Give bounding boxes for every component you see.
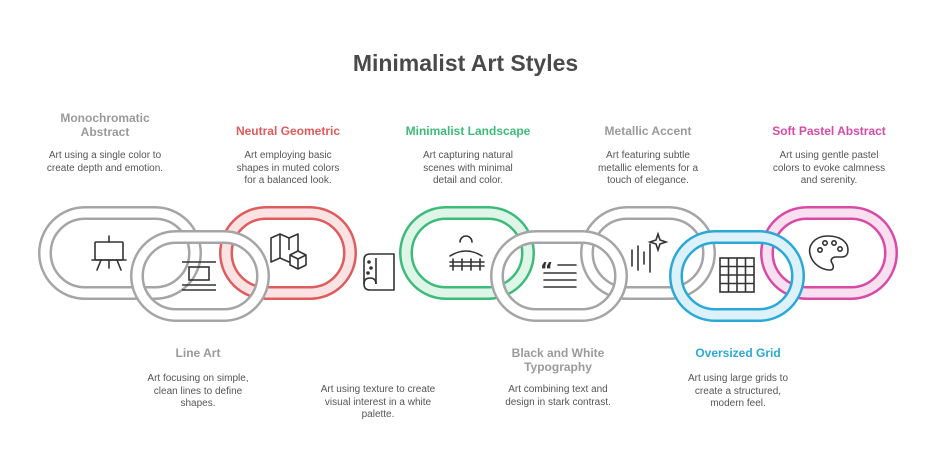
chain-link-typography bbox=[490, 230, 628, 322]
grid-icon bbox=[719, 257, 755, 293]
chain-link-monochromatic bbox=[38, 206, 202, 300]
desc-minimalist-landscape: Art capturing natural scenes with minima… bbox=[422, 150, 514, 186]
desc-oversized-grid: Art using large grids to create a struct… bbox=[687, 373, 789, 409]
landscape-icon bbox=[449, 235, 485, 271]
chain-link-soft-pastel bbox=[760, 206, 898, 300]
chain-link-oversized-grid bbox=[669, 230, 805, 322]
svg-text:“: “ bbox=[540, 258, 553, 282]
sparkle-lines-icon bbox=[631, 231, 669, 273]
label-soft-pastel-abstract: Soft Pastel Abstract bbox=[772, 124, 886, 138]
chain-link-line-art bbox=[130, 230, 270, 322]
chain-link-metallic-accent bbox=[580, 206, 716, 300]
desc-soft-pastel-abstract: Art using gentle pastel colors to evoke … bbox=[772, 150, 886, 186]
fabric-swatch-icon bbox=[363, 253, 395, 291]
map-cube-icon bbox=[270, 233, 307, 270]
label-oversized-grid: Oversized Grid bbox=[695, 346, 781, 360]
desc-neutral-geometric: Art employing basic shapes in muted colo… bbox=[236, 150, 340, 186]
label-typography: Black and White Typography bbox=[511, 346, 605, 374]
quote-text-icon: “ bbox=[540, 258, 577, 288]
label-minimalist-landscape: Minimalist Landscape bbox=[405, 124, 531, 138]
chain-link-neutral-geometric bbox=[219, 206, 357, 300]
desc-line-art: Art focusing on simple, clean lines to d… bbox=[147, 373, 249, 409]
label-neutral-geometric: Neutral Geometric bbox=[235, 124, 341, 138]
palette-icon bbox=[808, 235, 849, 271]
document-icon bbox=[182, 261, 216, 291]
desc-typography: Art combining text and design in stark c… bbox=[505, 384, 611, 408]
easel-icon bbox=[91, 235, 127, 271]
desc-texture: Art using texture to create visual inter… bbox=[320, 384, 436, 420]
chain-link-minimalist-landscape bbox=[399, 206, 535, 300]
desc-metallic-accent: Art featuring subtle metallic elements f… bbox=[597, 150, 699, 186]
page-title: Minimalist Art Styles bbox=[352, 50, 579, 76]
label-line-art: Line Art bbox=[175, 346, 221, 360]
label-monochromatic-abstract: Monochromatic Abstract bbox=[60, 111, 150, 139]
label-metallic-accent: Metallic Accent bbox=[604, 124, 692, 138]
desc-monochromatic-abstract: Art using a single color to create depth… bbox=[46, 150, 164, 174]
